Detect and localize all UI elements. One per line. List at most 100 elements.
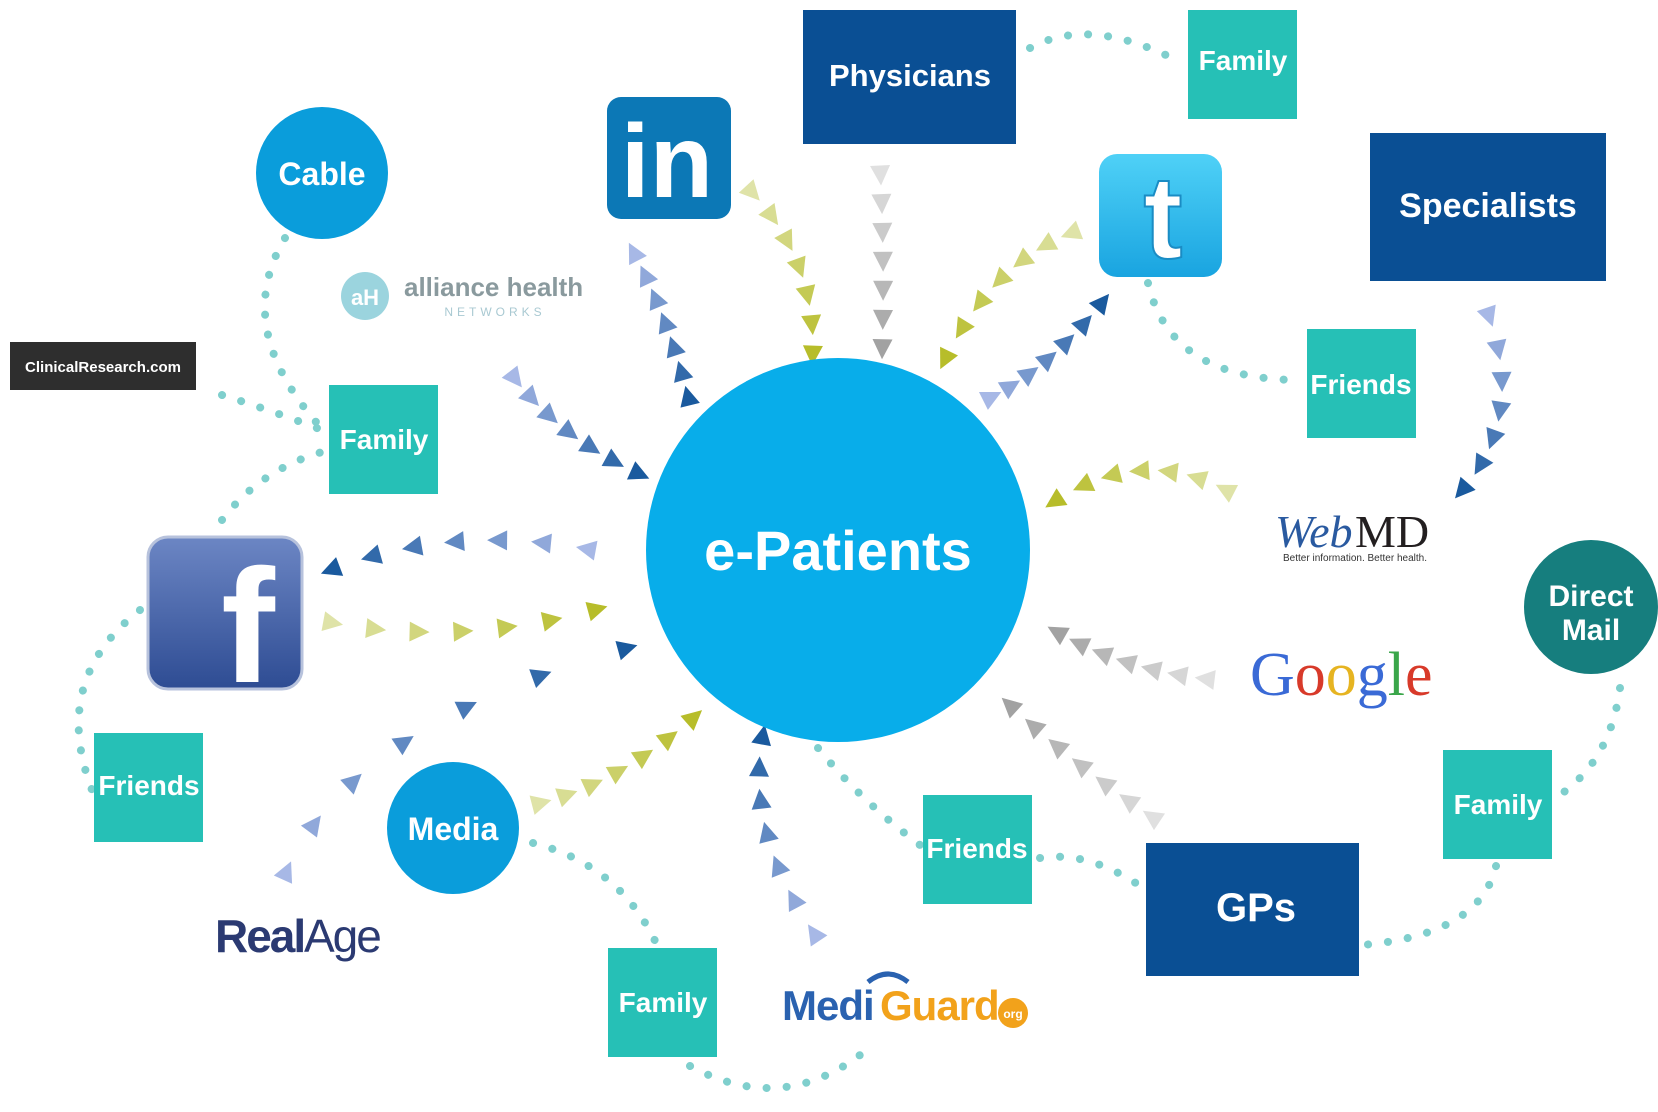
physicians-node[interactable]: Physicians: [803, 10, 1016, 144]
flow-arrow: [605, 765, 629, 785]
facebook-logo[interactable]: f: [146, 535, 304, 717]
flow-arrow: [978, 391, 1002, 410]
flow-arrow: [361, 544, 383, 564]
media-node[interactable]: Media: [387, 762, 519, 894]
twitter-glyph: t: [1143, 152, 1182, 284]
flow-arrow: [1048, 738, 1071, 760]
family-node-right[interactable]: Family: [1443, 750, 1552, 859]
dotted-connector: [1144, 279, 1304, 384]
flow-arrow: [1142, 810, 1166, 831]
flow-arrow: [973, 289, 994, 312]
linkedin-icon: [607, 97, 731, 219]
flow-arrow: [1157, 462, 1179, 483]
flow-arrow: [556, 419, 579, 440]
flow-arrow: [391, 735, 414, 756]
flow-arrow: [751, 788, 772, 810]
friends-node-left[interactable]: Friends: [94, 733, 203, 842]
mediguard-org: org: [1003, 1007, 1022, 1021]
flow-arrow: [630, 749, 654, 770]
flow-arrow: [870, 165, 891, 186]
flow-arrow: [1071, 758, 1094, 779]
flow-arrow: [655, 731, 678, 752]
flow-arrow: [1474, 452, 1494, 475]
flow-arrow: [1072, 472, 1096, 492]
specialists-node[interactable]: Specialists: [1370, 133, 1606, 281]
family-node-bottom[interactable]: Family: [608, 948, 717, 1057]
friends-node-right[interactable]: Friends: [1307, 329, 1416, 438]
flow-arrow: [409, 621, 430, 642]
flow-arrow: [788, 889, 807, 913]
alliance-health-logo[interactable]: aH alliance health NETWORKS: [341, 272, 583, 320]
direct-mail-node[interactable]: Direct Mail: [1524, 540, 1658, 674]
google-letter-o1: o: [1295, 641, 1326, 709]
alliance-health-badge: aH: [351, 285, 379, 310]
dotted-connector: [529, 839, 661, 949]
friends-node-bottom[interactable]: Friends: [923, 795, 1032, 904]
direct-mail-label-line2: Mail: [1562, 614, 1620, 647]
flow-arrow: [771, 855, 791, 878]
flow-arrow: [1100, 463, 1123, 483]
flow-arrow: [1001, 697, 1024, 719]
cable-node[interactable]: Cable: [256, 107, 388, 239]
dotted-connector: [74, 606, 144, 794]
flow-arrow: [1091, 647, 1115, 667]
flow-arrow: [802, 345, 823, 366]
flow-arrow: [1053, 334, 1075, 356]
twitter-logo[interactable]: t: [1099, 151, 1222, 285]
flow-arrow: [555, 788, 578, 808]
family-node-top[interactable]: Family: [1188, 10, 1297, 119]
family-label-left: Family: [340, 424, 429, 455]
realage-logo[interactable]: Real Age: [215, 910, 382, 962]
flow-arrow: [749, 756, 769, 777]
dotted-connector: [218, 448, 326, 524]
flow-arrow: [529, 669, 552, 688]
flow-arrow: [626, 461, 650, 480]
flow-arrow: [518, 384, 539, 407]
linkedin-glyph: in: [621, 104, 713, 220]
friends-label-bottom: Friends: [926, 833, 1027, 864]
flow-arrow: [997, 380, 1021, 400]
flow-arrow: [1486, 338, 1507, 361]
flow-arrow: [751, 724, 771, 747]
webmd-md: MD: [1355, 506, 1429, 557]
flow-arrow: [585, 602, 608, 622]
clinical-research-logo[interactable]: ClinicalResearch.com: [10, 342, 196, 390]
flow-arrow: [496, 618, 518, 639]
family-node-left[interactable]: Family: [329, 385, 438, 494]
flow-arrow: [738, 179, 760, 201]
mediguard-org-badge: [998, 998, 1028, 1028]
flow-arrow: [1486, 427, 1506, 450]
realage-age: Age: [304, 910, 380, 962]
family-label-top: Family: [1199, 45, 1288, 76]
media-label: Media: [408, 811, 499, 847]
google-letter-g: G: [1250, 641, 1295, 709]
dotted-connector: [1548, 684, 1624, 804]
flow-arrow: [1016, 367, 1039, 387]
linkedin-logo[interactable]: in: [607, 97, 731, 220]
webmd-logo[interactable]: Web MD Better information. Better health…: [1275, 506, 1429, 564]
flow-arrow: [321, 611, 344, 632]
flow-arrow: [300, 815, 321, 838]
e-patients-hub[interactable]: e-Patients: [646, 358, 1030, 742]
twitter-icon: [1099, 154, 1222, 277]
flow-arrow: [872, 251, 893, 272]
alliance-health-icon: [341, 272, 389, 320]
flow-arrow: [674, 360, 694, 383]
family-label-right: Family: [1454, 789, 1543, 820]
dotted-connector: [1036, 852, 1150, 894]
mediguard-logo[interactable]: Medi Guard org: [782, 971, 1028, 1029]
flow-arrow: [487, 530, 508, 551]
svg-text:Google: Google: [1250, 641, 1433, 709]
flow-arrow: [1045, 488, 1068, 508]
flow-arrow: [1129, 460, 1150, 481]
flow-arrow: [444, 531, 465, 552]
flow-arrow: [540, 611, 563, 632]
flow-arrow: [401, 535, 424, 556]
google-letter-o2: o: [1326, 641, 1357, 709]
flow-arrow: [873, 280, 894, 301]
google-logo[interactable]: Google: [1250, 641, 1433, 709]
flow-arrow: [639, 265, 659, 288]
gps-label: GPs: [1216, 886, 1296, 930]
gps-node[interactable]: GPs: [1146, 843, 1359, 976]
